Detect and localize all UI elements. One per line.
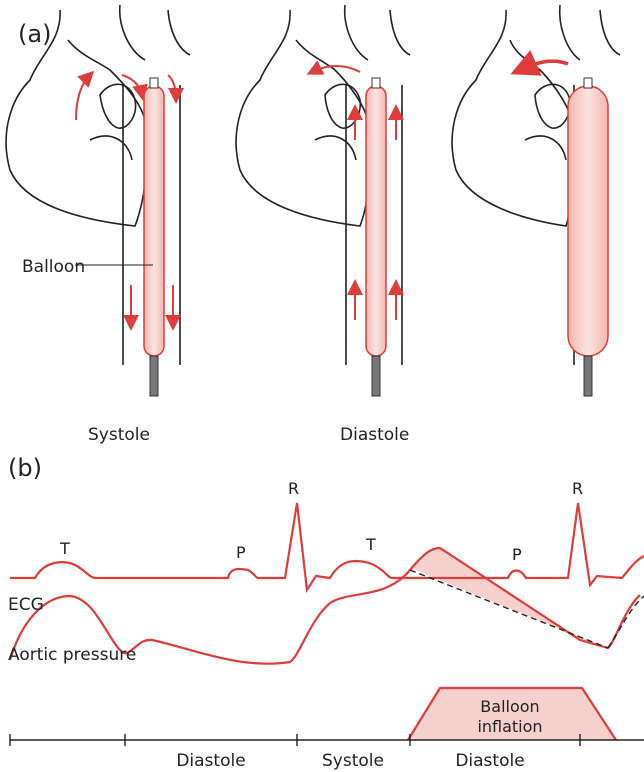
flow-arrow-inflated xyxy=(520,61,568,70)
caption-systole: Systole xyxy=(88,425,150,445)
wave-label-p1: P xyxy=(236,543,246,562)
aortic-pressure-label: Aortic pressure xyxy=(8,645,136,665)
balloon-inflation-label-2: inflation xyxy=(477,717,542,736)
wave-label-r2: R xyxy=(572,479,583,498)
balloon-inflation-label-1: Balloon xyxy=(480,697,539,716)
balloon-deflated-diastole xyxy=(366,78,386,396)
ecg-label: ECG xyxy=(8,595,44,615)
balloon-inflated xyxy=(568,78,608,396)
wave-label-t1: T xyxy=(59,539,70,558)
panel-b-label: (b) xyxy=(8,454,42,482)
panel-a-label: (a) xyxy=(18,20,51,48)
phase-systole: Systole xyxy=(322,751,384,771)
unassisted-pressure-line xyxy=(410,570,608,648)
wave-label-t2: T xyxy=(365,535,376,554)
ecg-trace xyxy=(10,503,644,590)
wave-label-p2: P xyxy=(512,545,522,564)
caption-diastole: Diastole xyxy=(340,425,409,445)
augmentation-area xyxy=(410,548,608,648)
wave-label-r1: R xyxy=(288,479,299,498)
phase-diastole-1: Diastole xyxy=(176,751,245,771)
balloon-label: Balloon xyxy=(22,257,85,277)
balloon-deflated-systole xyxy=(144,78,164,396)
phase-diastole-2: Diastole xyxy=(455,751,524,771)
